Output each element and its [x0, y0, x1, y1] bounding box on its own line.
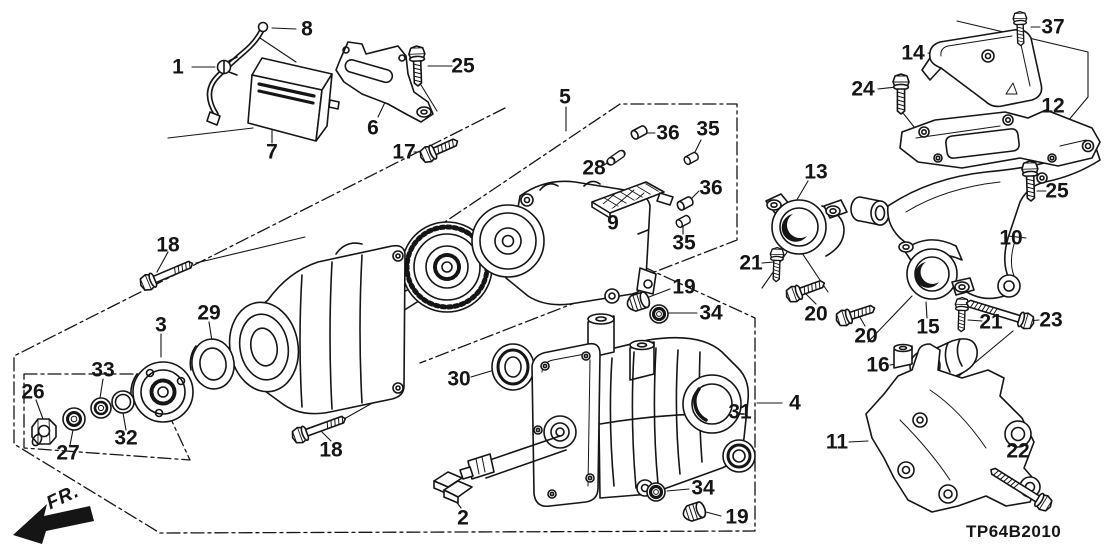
washer-27: [62, 407, 86, 431]
callout-25: 25: [451, 54, 475, 78]
orifice-35b: [674, 213, 693, 230]
callout-7: 7: [266, 140, 278, 164]
callout-30: 30: [447, 367, 471, 391]
callout-24: 24: [851, 77, 875, 101]
orifice-35a: [682, 150, 701, 167]
clip-2: [433, 471, 473, 504]
callout-28: 28: [582, 156, 606, 180]
breather-hose: [206, 21, 269, 126]
callout-22: 22: [1006, 439, 1030, 463]
flange-nut-26: [31, 418, 57, 447]
dust-seal-29: [189, 338, 235, 390]
callout-5: 5: [559, 85, 571, 109]
diagram-code: TP64B2010: [966, 522, 1062, 541]
bracket-6: [335, 41, 434, 123]
bolt-21a: [768, 246, 785, 283]
washer-34b: [645, 481, 667, 503]
orifice-36a: [629, 123, 650, 141]
oil-seal-31: [722, 439, 756, 473]
callout-20: 20: [854, 324, 878, 348]
fr-arrow-icon: [13, 504, 94, 544]
callout-25: 25: [1045, 179, 1069, 203]
plug-19b: [680, 500, 708, 524]
callout-20: 20: [804, 302, 828, 326]
callout-4: 4: [789, 391, 801, 415]
callout-35: 35: [696, 117, 720, 141]
callout-26: 26: [21, 380, 45, 404]
callout-2: 2: [457, 506, 469, 530]
callout-17: 17: [392, 140, 416, 164]
callout-9: 9: [607, 211, 619, 235]
callout-18: 18: [319, 438, 343, 462]
callout-13: 13: [804, 160, 828, 184]
bolt-18a: [136, 255, 197, 294]
mount-15: [898, 239, 975, 300]
mount-cover-14: [921, 28, 1043, 108]
torque-tube-housing: [228, 242, 406, 415]
callout-1: 1: [172, 55, 184, 79]
callout-18: 18: [156, 233, 180, 257]
callout-27: 27: [56, 441, 80, 465]
callout-6: 6: [367, 116, 379, 140]
pin-28: [604, 148, 628, 168]
callout-23: 23: [1039, 308, 1063, 332]
callout-37: 37: [1041, 15, 1065, 39]
callout-15: 15: [916, 315, 940, 339]
sleeve-bushing: [850, 196, 890, 226]
callout-11: 11: [825, 430, 849, 454]
callout-36: 36: [656, 121, 680, 145]
callout-33: 33: [91, 358, 115, 382]
callout-29: 29: [197, 301, 221, 325]
callout-19: 19: [672, 275, 696, 299]
callout-34: 34: [691, 476, 715, 500]
callout-3: 3: [155, 313, 167, 337]
orifice-36b: [675, 194, 696, 212]
callout-12: 12: [1041, 94, 1065, 118]
callout-10: 10: [999, 226, 1023, 250]
oil-seal-30: [491, 343, 535, 391]
bolt-17: [416, 133, 462, 166]
ring-32: [111, 390, 135, 414]
callout-8: 8: [301, 17, 313, 41]
callout-36: 36: [699, 176, 723, 200]
callout-16: 16: [866, 353, 890, 377]
bolt-25a: [407, 44, 427, 88]
breather-chamber: [247, 57, 340, 142]
companion-flange: [130, 361, 194, 423]
callout-14: 14: [901, 41, 925, 65]
callout-31: 31: [728, 400, 752, 424]
strainer-9: [591, 181, 674, 219]
washer-33: [90, 397, 112, 419]
bolt-24: [892, 73, 910, 115]
callout-21: 21: [739, 251, 763, 275]
callout-35: 35: [672, 231, 696, 255]
hose-clamp: [216, 56, 238, 76]
callout-34: 34: [699, 301, 723, 325]
washer-34a: [648, 303, 670, 325]
mount-13: [765, 193, 848, 257]
callout-32: 32: [114, 426, 138, 450]
bracket-12: [899, 109, 1101, 169]
callout-21: 21: [979, 310, 1003, 334]
rear-carrier: [459, 313, 750, 508]
callout-19: 19: [725, 505, 749, 529]
